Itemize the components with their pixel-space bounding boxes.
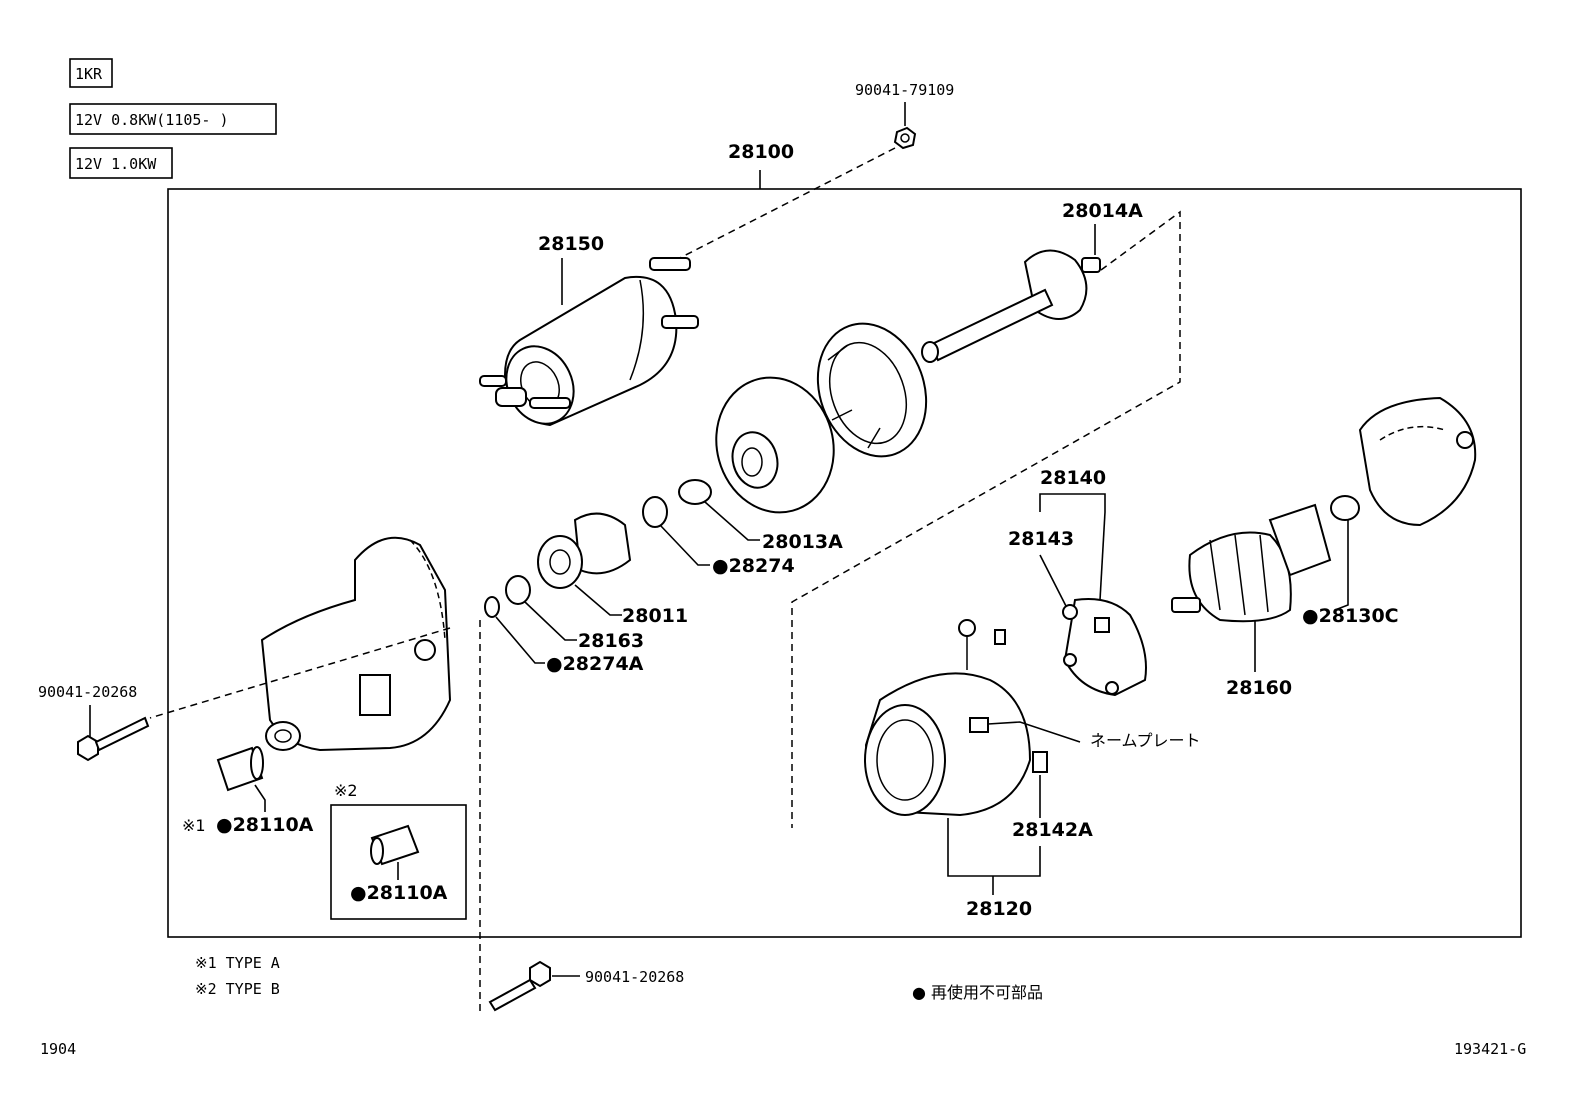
gear-ring-housing [816, 322, 928, 458]
solenoid-switch [479, 257, 699, 427]
brush-holder [1062, 598, 1147, 697]
footer-left-code: 1904 [40, 1040, 76, 1058]
label-28013A: 28013A [762, 531, 843, 553]
label-28110A-type-b: ●28110A [350, 882, 448, 904]
label-28100: 28100 [728, 141, 794, 163]
pinion-shaft [921, 249, 1088, 363]
label-28143: 28143 [1008, 528, 1074, 550]
commutator-end-cover [1358, 396, 1477, 527]
label-28274A: ●28274A [546, 653, 644, 675]
engine-code: 1KR [75, 65, 103, 83]
spec-08kw: 12V 0.8KW(1105- ) [75, 111, 229, 129]
footer-right-code: 193421-G [1454, 1040, 1526, 1058]
drive-end-cover [715, 376, 835, 514]
nut-icon [893, 126, 917, 150]
label-28130C: ●28130C [1302, 605, 1399, 627]
label-90041-79109: 90041-79109 [855, 81, 954, 99]
label-28014A: 28014A [1062, 200, 1143, 222]
spec-boxes: 1KR 12V 0.8KW(1105- ) 12V 1.0KW [69, 58, 277, 179]
bushing-type-b [370, 824, 420, 866]
note-type-a: ※1 TYPE A [195, 954, 280, 972]
yoke-assembly [864, 619, 1048, 817]
clutch-pinion [537, 512, 632, 589]
label-28160: 28160 [1226, 677, 1292, 699]
label-28011: 28011 [622, 605, 688, 627]
legend-non-reusable: ● 再使用不可部品 [912, 983, 1043, 1002]
note-mark1: ※1 [182, 816, 206, 835]
bottom-bolt-icon [488, 960, 551, 1012]
label-90041-20268-left: 90041-20268 [38, 683, 137, 701]
spec-10kw: 12V 1.0KW [75, 155, 157, 173]
bolt-icon [77, 716, 150, 762]
drive-housing [260, 536, 452, 752]
note-mark2: ※2 [334, 781, 358, 800]
label-28163: 28163 [578, 630, 644, 652]
label-nameplate: ネームプレート [1090, 731, 1201, 750]
label-28150: 28150 [538, 233, 604, 255]
label-28140: 28140 [1040, 467, 1106, 489]
label-28120: 28120 [966, 898, 1032, 920]
label-90041-20268-bottom: 90041-20268 [585, 968, 684, 986]
assembly-frame [167, 188, 1522, 938]
note-type-b: ※2 TYPE B [195, 980, 280, 998]
armature [1171, 503, 1332, 623]
label-28110A-type-a: ●28110A [216, 814, 314, 836]
label-28142A: 28142A [1012, 819, 1093, 841]
label-28274: ●28274 [712, 555, 795, 577]
bushing-type-a [216, 746, 264, 792]
